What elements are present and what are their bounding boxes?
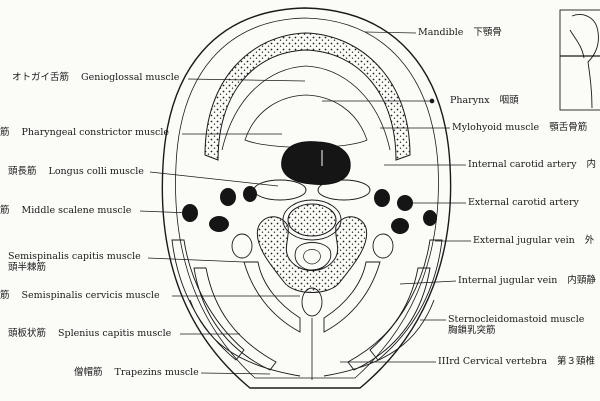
transverse-foramen-left [231, 233, 253, 259]
label-mandible: Mandible 下顎骨 [418, 27, 502, 39]
label-semispinalis-capitis: Semispinalis capitis muscle 頭半棘筋 [8, 251, 141, 273]
label-en: Internal jugular vein [458, 275, 558, 286]
label-pharyngeal-constrictor: 筋 Pharyngeal constrictor muscle [0, 127, 169, 139]
label-ja: 頭長筋 [8, 166, 37, 177]
label-en: Mandible [418, 27, 464, 38]
label-ja: 筋 [0, 205, 10, 216]
label-en: Sternocleidomastoid muscle [448, 314, 585, 325]
label-en: Pharynx [450, 95, 490, 106]
neck-outline [161, 7, 452, 389]
tongue-outline [244, 94, 368, 148]
semispinalis-left [243, 261, 301, 333]
label-trapezius: 僧帽筋 Trapezins muscle [74, 367, 199, 379]
label-en: Semispinalis capitis muscle [8, 251, 141, 262]
spinous-process [301, 287, 323, 317]
label-en: Longus colli muscle [48, 166, 144, 177]
label-semispinalis-cervicis: 筋 Semispinalis cervicis muscle [0, 290, 160, 302]
label-ja: 頭板状筋 [8, 328, 47, 339]
label-internal-jugular-vein: Internal jugular vein 内頸静 [458, 275, 596, 287]
vertebral-body [287, 203, 337, 237]
label-sternocleidomastoid: Sternocleidomastoid muscle 胸鎖乳突筋 [448, 314, 584, 336]
label-splenius-capitis: 頭板状筋 Splenius capitis muscle [8, 328, 171, 340]
label-ja: オトガイ舌筋 [12, 72, 70, 83]
label-ja: 胸鎖乳突筋 [448, 325, 496, 336]
skin-inner-outline [175, 17, 439, 379]
transverse-foramen-right [372, 233, 394, 259]
longus-colli-right [317, 179, 371, 201]
label-en: Semispinalis cervicis muscle [21, 290, 160, 301]
longus-colli-left [253, 179, 307, 201]
splenius-right [347, 267, 431, 371]
label-en: Genioglossal muscle [81, 72, 180, 83]
label-en: Pharyngeal constrictor muscle [21, 127, 169, 138]
label-internal-carotid-artery: Internal carotid artery 内 [468, 159, 596, 171]
label-ja: 僧帽筋 [74, 367, 103, 378]
sternocleidomastoid-left [171, 239, 245, 361]
mylohyoid-line [221, 65, 391, 151]
label-en: Trapezins muscle [114, 367, 199, 378]
leader-lines-left [139, 78, 306, 375]
internal-carotid-right [374, 189, 390, 207]
label-en: Middle scalene muscle [21, 205, 132, 216]
label-genioglossal-muscle: オトガイ舌筋 Genioglossal muscle [12, 72, 179, 84]
label-ja: 下顎骨 [473, 27, 502, 38]
internal-carotid-left [220, 188, 236, 206]
label-ja: 筋 [0, 127, 10, 138]
label-ja: 頭半棘筋 [8, 262, 47, 273]
label-en: IIIrd Cervical vertebra [438, 356, 548, 367]
label-external-jugular-vein: External jugular vein 外 [473, 235, 594, 247]
label-ja: 内頸静 [567, 275, 596, 286]
label-en: Internal carotid artery [468, 159, 577, 170]
label-external-carotid-artery: External carotid artery [468, 197, 589, 209]
label-en: External jugular vein [473, 235, 575, 246]
label-en: Mylohyoid muscle [452, 122, 540, 133]
trapezius-right [323, 299, 435, 377]
semispinalis-right [323, 261, 381, 333]
leader-lines-right [322, 31, 471, 363]
pharynx [281, 141, 351, 185]
mandible [204, 32, 411, 161]
label-ja: 外 [584, 235, 595, 246]
label-en: Splenius capitis muscle [58, 328, 172, 339]
label-ja: 内 [586, 159, 596, 170]
label-middle-scalene: 筋 Middle scalene muscle [0, 205, 131, 217]
vertebral-arch [256, 216, 368, 293]
label-ja: 第３頸椎 [557, 356, 596, 367]
label-mylohyoid-muscle: Mylohyoid muscle 顎舌骨筋 [452, 122, 587, 134]
label-ja: 咽頭 [499, 95, 519, 106]
spinal-canal [294, 242, 332, 271]
orientation-inset [559, 9, 600, 111]
label-ja: 顎舌骨筋 [549, 122, 588, 133]
internal-jugular-left [209, 216, 229, 232]
internal-jugular-right [391, 218, 409, 234]
external-jugular-right [423, 210, 437, 226]
external-carotid-left [243, 186, 257, 202]
spinal-cord [303, 249, 321, 265]
label-en: External carotid artery [468, 197, 579, 208]
label-ja: 筋 [0, 290, 10, 301]
splenius-left [193, 267, 277, 371]
label-pharynx: Pharynx 咽頭 [450, 95, 519, 107]
label-third-cervical-vertebra: IIIrd Cervical vertebra 第３頸椎 [438, 356, 595, 368]
trapezius-left [189, 299, 301, 377]
label-longus-colli: 頭長筋 Longus colli muscle [8, 166, 144, 178]
